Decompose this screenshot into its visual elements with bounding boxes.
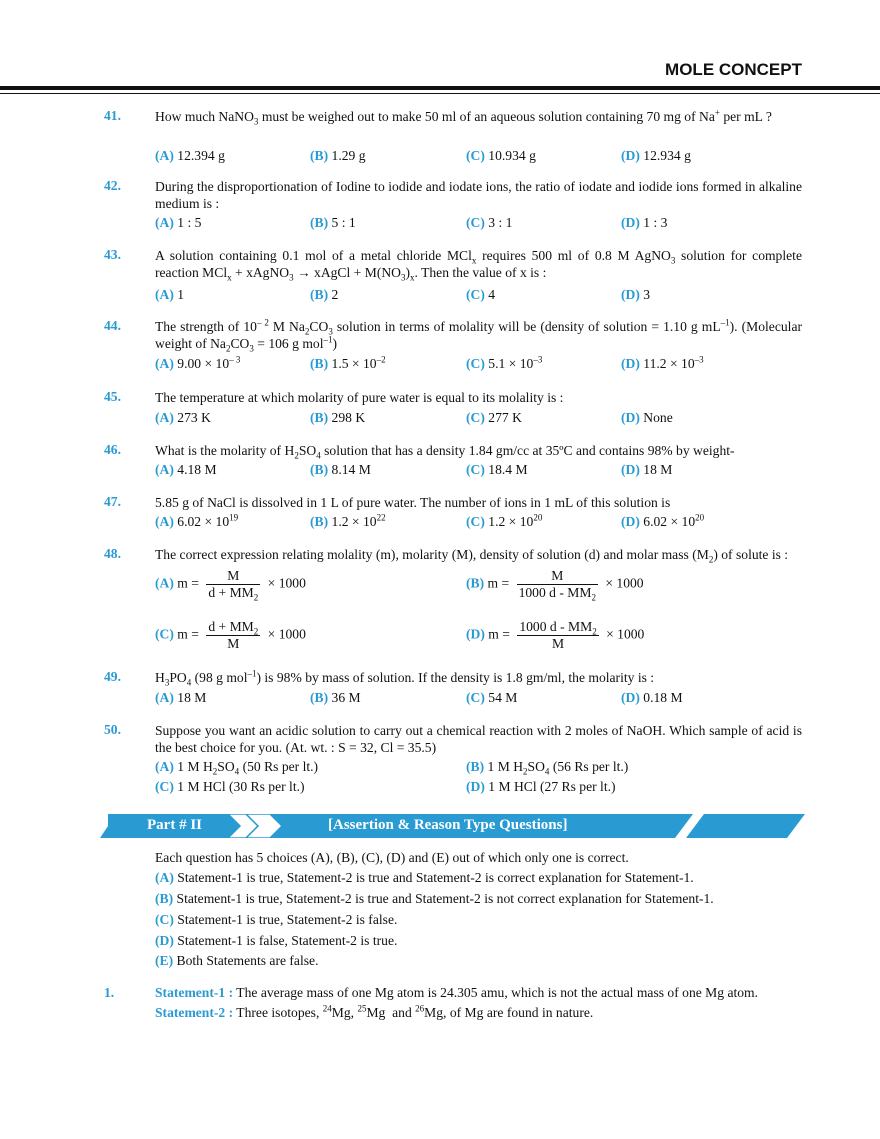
option-b[interactable]: (B) 8.14 M bbox=[310, 462, 371, 477]
option-a[interactable]: (A) 273 K bbox=[155, 410, 211, 425]
question-number: 48. bbox=[104, 546, 121, 561]
header-rule-thick bbox=[0, 86, 880, 90]
option-a[interactable]: (A) 18 M bbox=[155, 690, 207, 705]
question-number: 44. bbox=[104, 318, 121, 333]
option-a[interactable]: (A) 1 bbox=[155, 287, 185, 302]
option-b[interactable]: (B) 298 K bbox=[310, 410, 366, 425]
page-header-title: MOLE CONCEPT bbox=[665, 60, 802, 79]
option-d[interactable]: (D) 12.934 g bbox=[621, 148, 691, 163]
instruction-a: (A) Statement-1 is true, Statement-2 is … bbox=[155, 870, 694, 885]
part-label: Part # II bbox=[147, 817, 202, 833]
option-d[interactable]: (D) 1 : 3 bbox=[621, 215, 668, 230]
option-b[interactable]: (B) 1.2 × 1022 bbox=[310, 512, 386, 529]
statement-2: Statement-2 : Three isotopes, 24Mg, 25Mg… bbox=[155, 1003, 594, 1020]
question-text: How much NaNO3 must be weighed out to ma… bbox=[155, 107, 772, 127]
option-a[interactable]: (A) 9.00 × 10– 3 bbox=[155, 354, 241, 371]
question-text: The strength of 10– 2 M Na2CO3 solution … bbox=[155, 317, 803, 354]
question-text: Suppose you want an acidic solution to c… bbox=[155, 723, 802, 755]
option-a[interactable]: (A) 1 M H2SO4 (50 Rs per lt.) bbox=[155, 759, 319, 777]
option-b[interactable]: (B) 2 bbox=[310, 287, 339, 302]
option-b[interactable]: (B) 1.29 g bbox=[310, 148, 366, 163]
option-d[interactable]: (D) 3 bbox=[621, 287, 651, 302]
option-c[interactable]: (C) 277 K bbox=[466, 410, 522, 425]
option-c[interactable]: (C) 4 bbox=[466, 287, 496, 302]
option-c[interactable]: (C) 3 : 1 bbox=[466, 215, 513, 230]
question-text: 5.85 g of NaCl is dissolved in 1 L of pu… bbox=[155, 495, 671, 510]
question-number: 1. bbox=[104, 985, 115, 1000]
option-b[interactable]: (B) 1.5 × 10–2 bbox=[310, 354, 386, 371]
option-b[interactable]: (B) 36 M bbox=[310, 690, 361, 705]
question-text: A solution containing 0.1 mol of a metal… bbox=[155, 248, 802, 283]
question-text: The temperature at which molarity of pur… bbox=[155, 390, 564, 405]
option-b[interactable]: (B) 1 M H2SO4 (56 Rs per lt.) bbox=[466, 759, 629, 777]
instructions-intro: Each question has 5 choices (A), (B), (C… bbox=[155, 850, 629, 865]
question-text: During the disproportionation of Iodine … bbox=[155, 179, 802, 211]
option-d[interactable]: (D) 11.2 × 10–3 bbox=[621, 354, 704, 371]
option-d[interactable]: (D) 18 M bbox=[621, 462, 673, 477]
question-number: 47. bbox=[104, 494, 121, 509]
option-d[interactable]: (D) 1 M HCl (27 Rs per lt.) bbox=[466, 779, 616, 794]
header-rule-thin bbox=[0, 93, 880, 94]
option-d[interactable]: (D) 0.18 M bbox=[621, 690, 683, 705]
option-c[interactable]: (C) 54 M bbox=[466, 690, 518, 705]
question-number: 50. bbox=[104, 722, 121, 737]
question-text: H3PO4 (98 g mol–1) is 98% by mass of sol… bbox=[155, 668, 655, 688]
option-c[interactable]: (C) 1 M HCl (30 Rs per lt.) bbox=[155, 779, 305, 794]
option-d[interactable]: (D) 6.02 × 1020 bbox=[621, 512, 705, 529]
question-text: What is the molarity of H2SO4 solution t… bbox=[155, 443, 735, 461]
question-number: 41. bbox=[104, 108, 121, 123]
question-text: The correct expression relating molality… bbox=[155, 547, 789, 565]
statement-1: Statement-1 : The average mass of one Mg… bbox=[155, 985, 759, 1000]
option-c[interactable]: (C) 10.934 g bbox=[466, 148, 536, 163]
option-b[interactable]: (B) 5 : 1 bbox=[310, 215, 356, 230]
option-a[interactable]: (A) 1 : 5 bbox=[155, 215, 202, 230]
section-banner: Part # II [Assertion & Reason Type Quest… bbox=[100, 813, 805, 839]
instruction-d: (D) Statement-1 is false, Statement-2 is… bbox=[155, 933, 398, 948]
question-number: 42. bbox=[104, 178, 121, 193]
instruction-c: (C) Statement-1 is true, Statement-2 is … bbox=[155, 912, 398, 927]
section-title: [Assertion & Reason Type Questions] bbox=[328, 817, 568, 833]
option-a[interactable]: (A) 6.02 × 1019 bbox=[155, 512, 239, 529]
option-a[interactable]: (A) 12.394 g bbox=[155, 148, 225, 163]
instruction-b: (B) Statement-1 is true, Statement-2 is … bbox=[155, 891, 714, 906]
option-c[interactable]: (C) 18.4 M bbox=[466, 462, 528, 477]
question-number: 45. bbox=[104, 389, 121, 404]
option-a[interactable]: (A) 4.18 M bbox=[155, 462, 217, 477]
question-number: 43. bbox=[104, 247, 121, 262]
question-number: 46. bbox=[104, 442, 121, 457]
instruction-e: (E) Both Statements are false. bbox=[155, 953, 319, 968]
option-d[interactable]: (D) None bbox=[621, 410, 673, 425]
option-c[interactable]: (C) 1.2 × 1020 bbox=[466, 512, 543, 529]
option-c[interactable]: (C) 5.1 × 10–3 bbox=[466, 354, 543, 371]
question-number: 49. bbox=[104, 669, 121, 684]
